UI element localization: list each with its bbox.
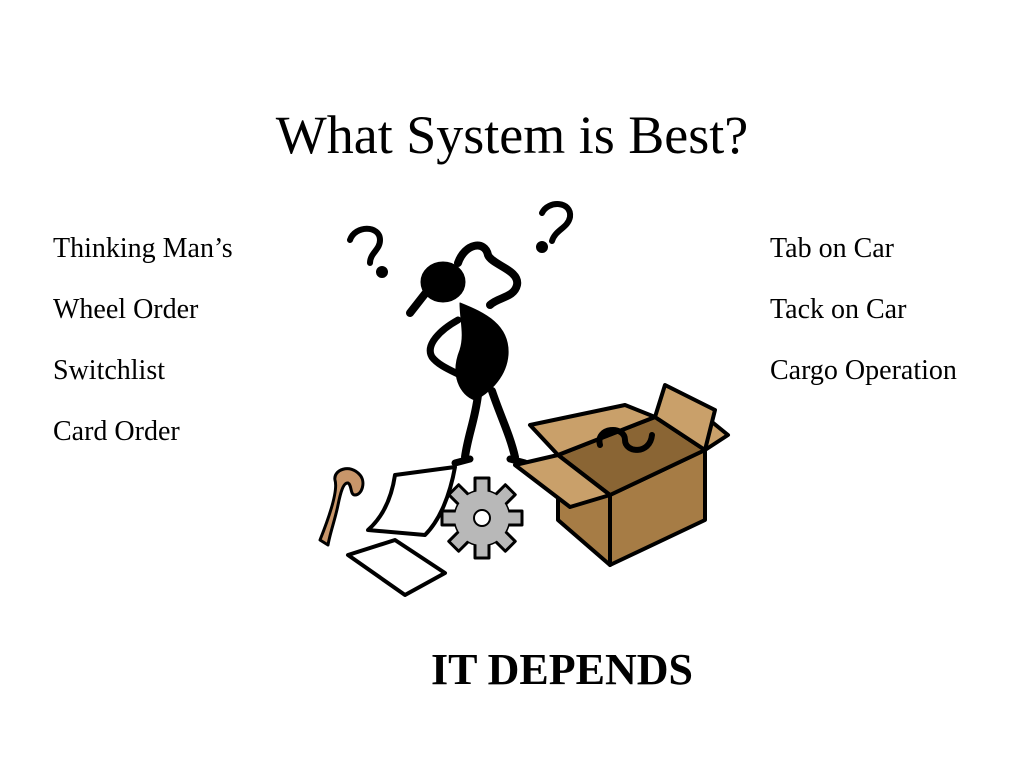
paper-sheet-icon-2 [346, 538, 447, 597]
left-bullet-list: Thinking Man’s Wheel Order Switchlist Ca… [53, 229, 238, 473]
cardboard-box-icon [513, 383, 730, 567]
right-bullet-list: Tab on Car Tack on Car Cargo Operation [770, 229, 970, 412]
list-item-thinking-mans: Thinking Man’s [53, 233, 233, 264]
confused-figure-clipart [318, 201, 730, 597]
list-item-tab-on-car: Tab on Car [770, 233, 895, 264]
stick-figure-icon [406, 241, 529, 467]
list-item-cargo-operation: Cargo Operation [770, 355, 957, 386]
cane-icon [318, 467, 365, 547]
question-mark-icon [347, 225, 388, 278]
list-item-switchlist: Switchlist [53, 355, 166, 386]
question-mark-icon-2 [536, 201, 573, 253]
slide-title: What System is Best? [275, 105, 749, 165]
list-item-tack-on-car: Tack on Car [770, 294, 907, 325]
list-item-wheel-order: Wheel Order [53, 294, 199, 325]
gear-icon [440, 476, 524, 560]
list-item-card-order: Card Order [53, 416, 180, 447]
paper-sheet-icon [366, 465, 457, 537]
conclusion-text: IT DEPENDS [430, 645, 694, 694]
